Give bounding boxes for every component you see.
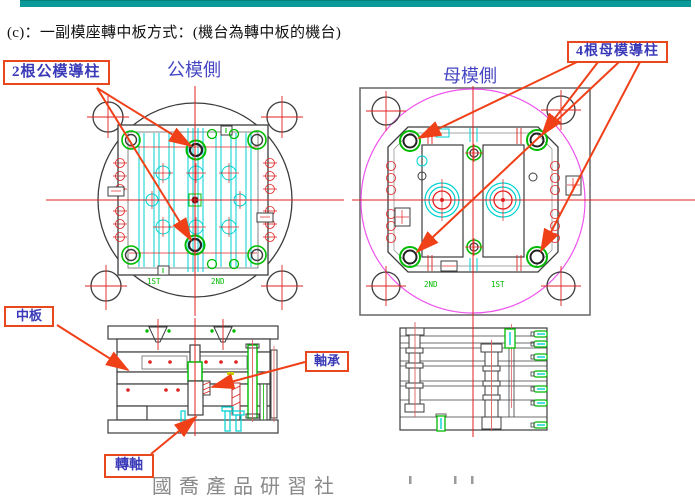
guide-pin xyxy=(245,340,260,422)
bottom-pin xyxy=(435,413,447,432)
red-section-lines xyxy=(129,146,257,254)
sprue-funnels xyxy=(145,319,236,350)
callout-arrows xyxy=(56,61,641,455)
male-side-label: 公模側 xyxy=(167,60,221,80)
screw-dots xyxy=(126,360,238,392)
arrow-male-pillar-bottom xyxy=(96,87,193,242)
slide-accent-bar xyxy=(20,0,691,7)
male-mold-section-view-drawing xyxy=(107,318,279,436)
arrow-rotary-shaft xyxy=(150,415,198,455)
side-hole-columns xyxy=(113,158,277,242)
center-pin xyxy=(480,340,503,431)
centerlines xyxy=(46,86,344,316)
callout-male-guide-pillars: 2根公模導柱 xyxy=(3,60,110,86)
arrow-female-pillar-br xyxy=(540,61,641,253)
bearing xyxy=(202,380,211,396)
female-guide-pillar xyxy=(399,129,548,268)
slide-title: (c)：一副模座轉中板方式：(機台為轉中板的機台) xyxy=(7,25,342,41)
corner-screws xyxy=(121,128,267,270)
callout-female-guide-pillars: 4根母模導柱 xyxy=(567,41,668,64)
male-mold-top-view-drawing: 1ST 2ND xyxy=(46,86,344,316)
support-column xyxy=(504,324,516,417)
footer-clipped-text-fragment xyxy=(409,476,474,484)
cad-drawing-canvas: 1ST 2ND xyxy=(46,61,695,484)
corner-crosshairs xyxy=(85,96,303,310)
female-side-label: 母模側 xyxy=(443,66,497,86)
side-plugs xyxy=(530,330,548,429)
arrow-female-pillar-tr xyxy=(540,61,599,137)
callout-rotary-shaft: 轉軸 xyxy=(104,454,154,479)
callout-middle-plate: 中板 xyxy=(4,306,55,327)
callout-bearing: 軸承 xyxy=(305,351,350,372)
arrow-female-pillar-bl xyxy=(415,61,620,254)
ejector-holes xyxy=(143,163,249,237)
arrow-bearing xyxy=(210,361,306,390)
guide-pin xyxy=(404,322,425,417)
arrow-middle-plate xyxy=(56,324,130,372)
station-label: 1ST xyxy=(147,277,161,286)
station-label: 1ST xyxy=(491,280,505,289)
female-mold-top-view-drawing: 2ND 1ST xyxy=(352,86,695,322)
station-label: 2ND xyxy=(211,277,225,286)
slide-page: { "slide": { "title": "(c)：一副模座轉中板方式：(機台… xyxy=(3,0,695,498)
female-mold-section-view-drawing xyxy=(399,318,548,437)
arrow-male-pillar-top xyxy=(96,87,193,148)
centerlines xyxy=(352,86,695,322)
arrow-female-pillar-tl xyxy=(417,61,578,139)
center-screws xyxy=(465,144,483,256)
station-label: 2ND xyxy=(424,280,438,289)
